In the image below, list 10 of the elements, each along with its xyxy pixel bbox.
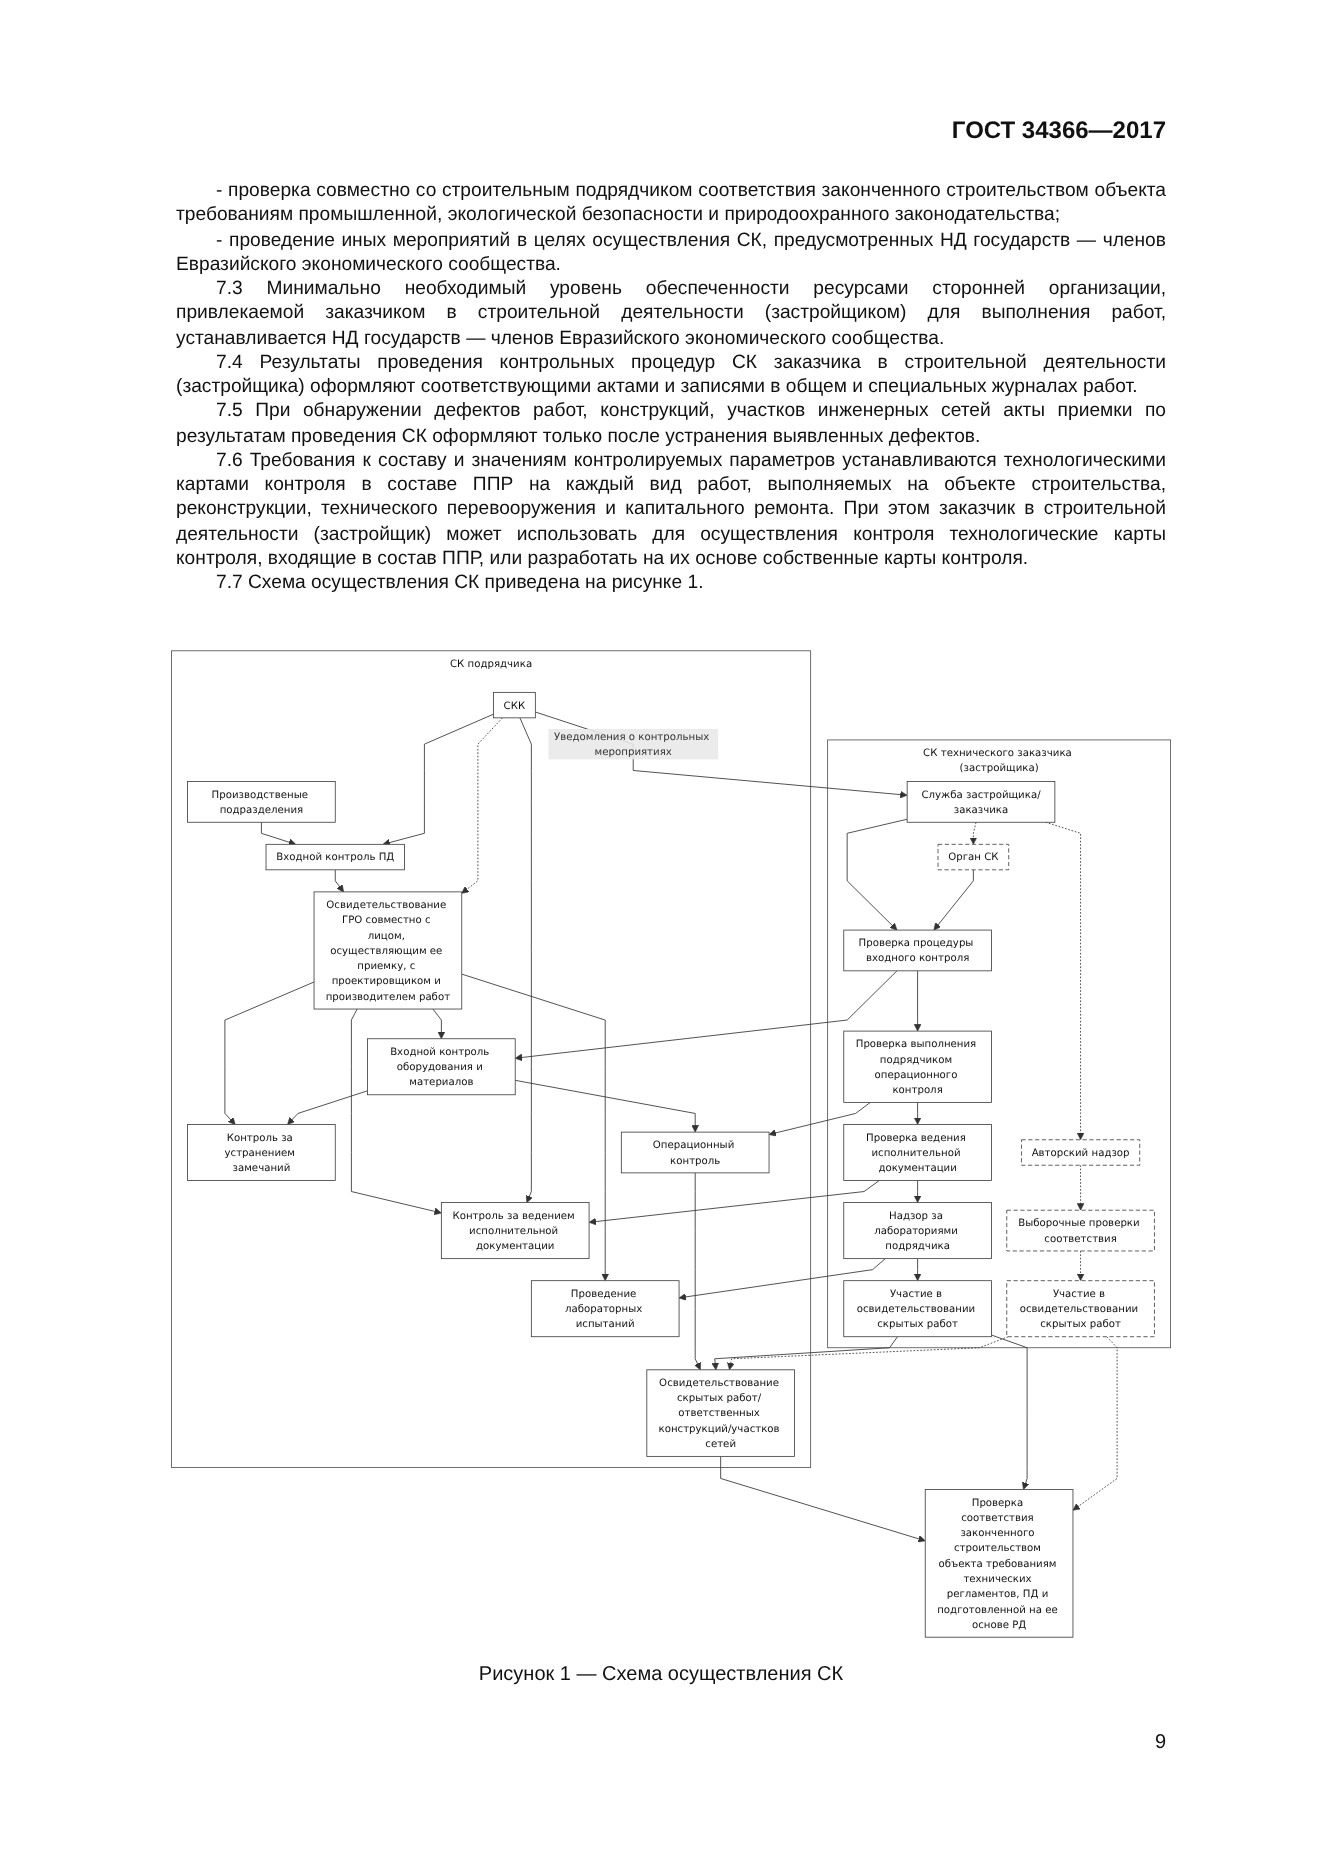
figure-caption: Рисунок 1 — Схема осуществления СК: [478, 1664, 844, 1686]
paragraph: 7.6 Требования к составу и значениям контролируемых параметров устанавливаются технологическими картами контроля в составе ППР на каждый вид работ, выполняемых на объекте строительства, реконструкции, технического перевооружения и капитального ремонта. При этом заказчик в строительной деятельности (застройщик) может использовать для осуществления контроля технологические карты контроля, входящие в состав ППР, или разработать на их основе собственные карты контроля.: [176, 449, 1166, 573]
paragraph: 7.4 Результаты проведения контрольных процедур СК заказчика в строительной деятельности (застройщика) оформляют соответствующими актами и записями в общем и специальных журналах работ.: [176, 351, 1166, 401]
page-number: 9: [1154, 1732, 1166, 1754]
paragraph: 7.7 Схема осуществления СК приведена на рисунке 1.: [214, 572, 706, 598]
paragraph: 7.5 При обнаружении дефектов работ, конструкций, участков инженерных сетей акты приемки по результатам проведения СК оформляют только после устранения выявленных дефектов.: [176, 400, 1166, 450]
running-head: ГОСТ 34366—2017: [951, 116, 1166, 144]
paragraph: 7.3 Минимально необходимый уровень обеспеченности ресурсами сторонней организации, привлекаемой заказчиком в строительной деятельности (застройщиком) для выполнения работ, устанавливается НД государств — членов Евразийского экономического сообщества.: [176, 278, 1166, 352]
paragraph: - проведение иных мероприятий в целях осуществления СК, предусмотренных НД государств — членов Евразийского экономического сообщества.: [176, 229, 1166, 279]
paragraph: - проверка совместно со строительным подрядчиком соответствия законченного строительством объекта требованиям промышленной, экологической безопасности и природоохранного законодательства;: [176, 180, 1166, 230]
